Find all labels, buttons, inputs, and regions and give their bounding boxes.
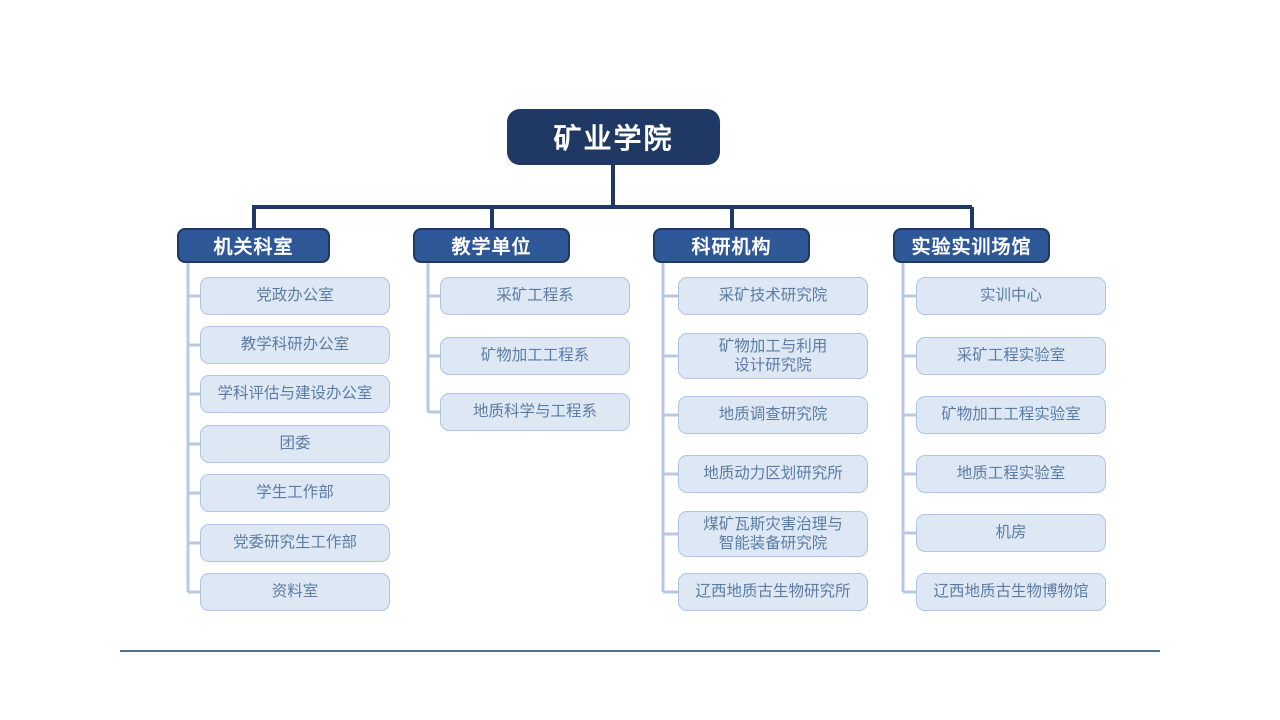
drop-connector-2 (490, 207, 494, 228)
child-node: 矿物加工工程实验室 (916, 396, 1106, 434)
child-node: 实训中心 (916, 277, 1106, 315)
child-node: 学科评估与建设办公室 (200, 375, 390, 413)
child-node: 资料室 (200, 573, 390, 611)
child-node: 辽西地质古生物研究所 (678, 573, 868, 611)
child-node: 煤矿瓦斯灾害治理与 智能装备研究院 (678, 511, 868, 557)
child-node: 矿物加工与利用 设计研究院 (678, 333, 868, 379)
drop-connector-3 (730, 207, 734, 228)
branch-header-3: 科研机构 (653, 228, 810, 263)
child-node: 地质调查研究院 (678, 396, 868, 434)
branch-header-1: 机关科室 (177, 228, 330, 263)
child-node: 采矿技术研究院 (678, 277, 868, 315)
child-node: 采矿工程实验室 (916, 337, 1106, 375)
drop-connector-4 (970, 207, 974, 228)
branch-header-2: 教学单位 (413, 228, 570, 263)
root-stem-connector (611, 164, 615, 207)
child-node: 矿物加工工程系 (440, 337, 630, 375)
child-node: 教学科研办公室 (200, 326, 390, 364)
child-node: 采矿工程系 (440, 277, 630, 315)
root-node: 矿业学院 (507, 109, 720, 165)
child-node: 地质科学与工程系 (440, 393, 630, 431)
branch-2-connector (426, 263, 440, 414)
footer-divider (120, 650, 1160, 652)
child-node: 党政办公室 (200, 277, 390, 315)
branch-4-connector (901, 263, 916, 594)
child-node: 机房 (916, 514, 1106, 552)
branch-header-4: 实验实训场馆 (893, 228, 1050, 263)
child-node: 辽西地质古生物博物馆 (916, 573, 1106, 611)
child-node: 学生工作部 (200, 474, 390, 512)
child-node: 团委 (200, 425, 390, 463)
child-node: 地质工程实验室 (916, 455, 1106, 493)
drop-connector-1 (252, 207, 256, 228)
branch-3-connector (661, 263, 678, 594)
horizontal-connector (252, 205, 972, 209)
branch-1-connector (186, 263, 200, 594)
child-node: 地质动力区划研究所 (678, 455, 868, 493)
child-node: 党委研究生工作部 (200, 524, 390, 562)
